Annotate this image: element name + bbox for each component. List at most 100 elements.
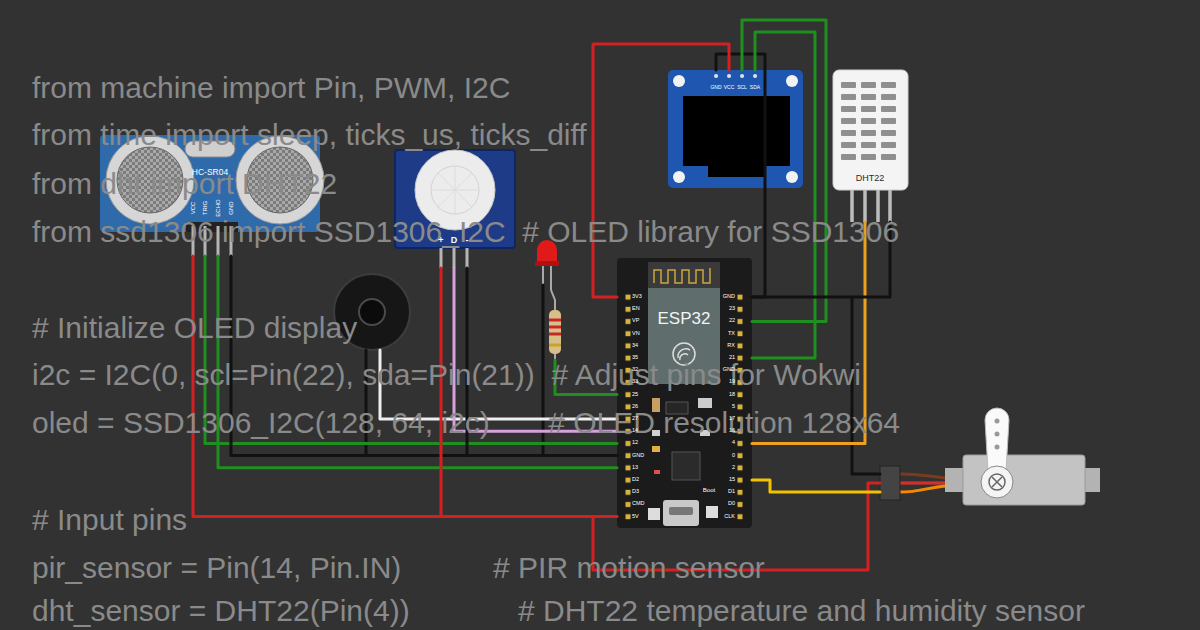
pin-label: 33 xyxy=(632,380,638,386)
pin-label: VCC xyxy=(190,202,196,215)
pin-label: 21 xyxy=(729,355,735,361)
servo-cable xyxy=(900,482,945,485)
horn-hole xyxy=(995,445,1000,450)
en-button xyxy=(648,508,660,520)
pin-label: D1 xyxy=(728,489,735,495)
buzzer-opening xyxy=(359,299,385,325)
part-label: ESP32 xyxy=(658,310,711,327)
mount-hole xyxy=(673,75,685,87)
servo-tab xyxy=(1085,468,1100,492)
header-pins xyxy=(716,74,755,78)
resistor-band xyxy=(549,344,561,347)
pin-label: 12 xyxy=(632,441,638,447)
screen-tab xyxy=(708,166,766,177)
code-line: dht_sensor = DHT22(Pin(4)) # DHT22 tempe… xyxy=(32,594,1085,628)
sensor-grille xyxy=(840,80,900,164)
power-led xyxy=(654,470,660,474)
pin-label: GND xyxy=(228,201,234,214)
pin-label: GND xyxy=(723,294,735,300)
pin-label: D3 xyxy=(632,489,639,495)
display-board xyxy=(668,70,803,188)
code-line: from dht import DHT22 xyxy=(32,167,337,201)
pin-label: 16 xyxy=(729,428,735,434)
servo-screw xyxy=(992,477,1002,487)
pin-label: 34 xyxy=(632,343,638,349)
antenna-trace xyxy=(654,268,710,283)
oled-display: GNDVCCSCLSDA xyxy=(668,70,803,188)
usb-port xyxy=(663,500,699,526)
part-label: DHT22 xyxy=(856,174,885,183)
pin-label: 4 xyxy=(732,441,735,447)
code-line: from machine import Pin, PWM, I2C xyxy=(32,71,510,105)
wire xyxy=(752,32,815,358)
wire xyxy=(716,54,765,297)
pin-label: 5 xyxy=(732,404,735,410)
code-line: # Input pins xyxy=(32,503,187,537)
servo-screw xyxy=(989,474,1005,490)
code-line: # Initialize OLED display xyxy=(32,311,357,345)
dome-facets xyxy=(431,166,479,214)
pin-label: VP xyxy=(632,319,639,325)
dht22-sensor: DHT22 xyxy=(833,70,908,222)
pin-label: TRIG xyxy=(202,201,208,215)
dome-facet xyxy=(431,166,479,214)
pin-label: VN xyxy=(632,331,640,337)
servo-motor xyxy=(880,408,1100,505)
wire xyxy=(441,268,617,517)
pin-label: SDA xyxy=(750,85,760,90)
pin-label: TX xyxy=(728,331,735,337)
horn-hole xyxy=(995,432,1000,437)
button-label: Boot xyxy=(703,487,715,493)
servo-cable xyxy=(900,486,945,492)
usb-opening xyxy=(669,507,693,515)
servo-body xyxy=(963,455,1085,505)
code-line: pir_sensor = Pin(14, Pin.IN) # PIR motio… xyxy=(32,551,765,585)
pin-label: VCC xyxy=(724,85,735,90)
pin-label: D0 xyxy=(728,502,735,508)
resistor-bands xyxy=(549,320,561,334)
pin-label: D2 xyxy=(632,477,639,483)
header-pins xyxy=(441,248,467,268)
mount-hole xyxy=(786,171,798,183)
pin-label: 32 xyxy=(632,367,638,373)
pin-label: 14 xyxy=(632,428,638,434)
led-base xyxy=(535,261,559,266)
pin-label: CLK xyxy=(724,514,735,520)
pin-label: 15 xyxy=(729,477,735,483)
mount-hole xyxy=(673,171,685,183)
screen xyxy=(683,96,790,166)
usb-chip xyxy=(672,452,700,480)
pin-label: GND xyxy=(632,453,644,459)
servo-tab xyxy=(945,468,963,492)
led-with-resistor xyxy=(535,240,561,360)
pin-label: + xyxy=(438,236,443,245)
pin-label: 22 xyxy=(729,319,735,325)
oled-display xyxy=(668,70,803,188)
pin-label: RX xyxy=(727,343,735,349)
sensor-housing xyxy=(833,70,908,190)
pin-label: CMD xyxy=(632,502,645,508)
boot-button xyxy=(706,506,718,518)
pin-label: GND xyxy=(710,85,721,90)
pin-label: 27 xyxy=(632,416,638,422)
wire xyxy=(752,480,880,492)
pin-label: 26 xyxy=(632,404,638,410)
horn-hole xyxy=(995,419,1000,424)
esp32-board xyxy=(617,258,752,528)
pin-label: 18 xyxy=(729,392,735,398)
code-line: from time import sleep, ticks_us, ticks_… xyxy=(32,118,587,152)
mount-hole xyxy=(786,75,798,87)
pin-label: 19 xyxy=(729,380,735,386)
dht22-sensor xyxy=(833,70,908,222)
code-line: i2c = I2C(0, scl=Pin(22), sda=Pin(21)) #… xyxy=(32,358,861,392)
code-line: oled = SSD1306_I2C(128, 64, i2c) # OLED … xyxy=(32,406,900,440)
servo-connector xyxy=(880,466,900,500)
pin-label: 3V3 xyxy=(632,294,642,300)
pir-sensor: +D- xyxy=(395,150,515,268)
resistor-symbol xyxy=(549,310,561,354)
servo-hub xyxy=(981,466,1013,498)
pin-label: ECHO xyxy=(215,199,221,216)
